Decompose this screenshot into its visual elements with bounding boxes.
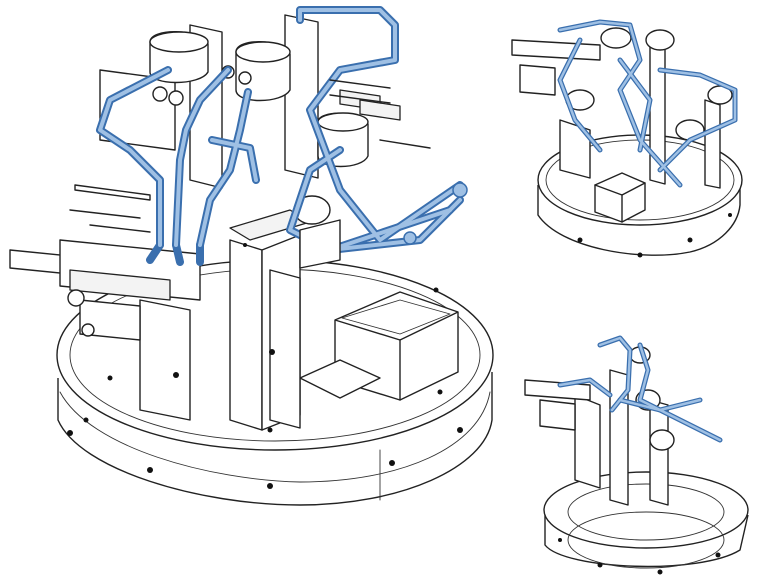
central-support-frame <box>139 209 311 431</box>
cylinder-actuators <box>149 31 369 225</box>
ring-base-br <box>543 471 749 575</box>
junction-box-tr <box>594 172 646 223</box>
cylinders-tr <box>565 27 733 141</box>
junction-box <box>299 291 459 401</box>
support-frame-br <box>524 369 669 506</box>
main-isometric-view <box>9 6 494 506</box>
cylinders-br <box>629 346 675 451</box>
top-right-view <box>511 19 743 258</box>
mounting-brackets <box>69 79 431 269</box>
bottom-right-view <box>524 335 749 575</box>
left-rail-assembly <box>9 239 201 341</box>
pneumatic-tubing <box>96 6 468 266</box>
